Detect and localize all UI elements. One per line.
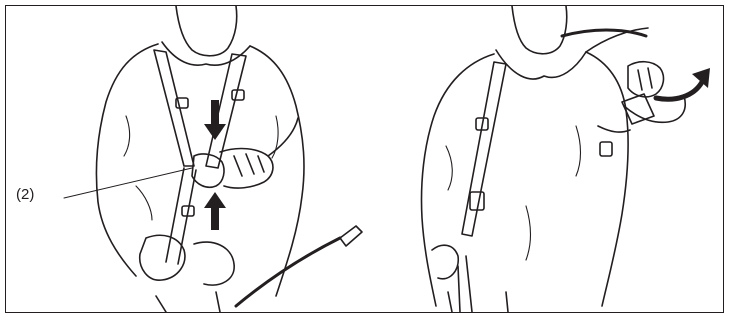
callout-leader-line <box>64 168 192 198</box>
finger-lines <box>638 68 652 90</box>
tool-handle <box>340 226 362 246</box>
legs <box>448 292 508 312</box>
shirt-wrinkles <box>446 126 581 260</box>
left-hand <box>432 245 458 279</box>
tool-shaft <box>236 238 340 306</box>
left-hand <box>140 235 185 280</box>
torso-left-edge <box>96 44 158 276</box>
release-hand <box>628 62 663 97</box>
grip-hand <box>194 242 234 285</box>
strap-buckle-side <box>600 142 612 156</box>
neck-outline <box>512 6 567 54</box>
strap-buckle-right <box>232 90 244 100</box>
right-arm <box>268 118 298 156</box>
callout-label: (2) <box>16 186 34 203</box>
shirt-wrinkles <box>124 116 278 220</box>
torso-right-edge <box>586 52 628 306</box>
tool-shaft <box>458 256 472 312</box>
down-arrow-icon <box>204 100 226 140</box>
illustration-frame: (2) <box>5 5 724 313</box>
finger-lines <box>234 154 264 176</box>
legs <box>156 292 220 312</box>
figure-right-strap-release <box>376 6 723 312</box>
neck-outline <box>176 6 237 56</box>
collar <box>162 42 250 65</box>
figure-left-harness-adjust: (2) <box>6 6 366 312</box>
curved-arrow-icon <box>656 68 710 99</box>
pack-edge <box>598 126 630 132</box>
up-arrow-icon <box>204 192 226 230</box>
torso-right-edge <box>250 46 304 296</box>
